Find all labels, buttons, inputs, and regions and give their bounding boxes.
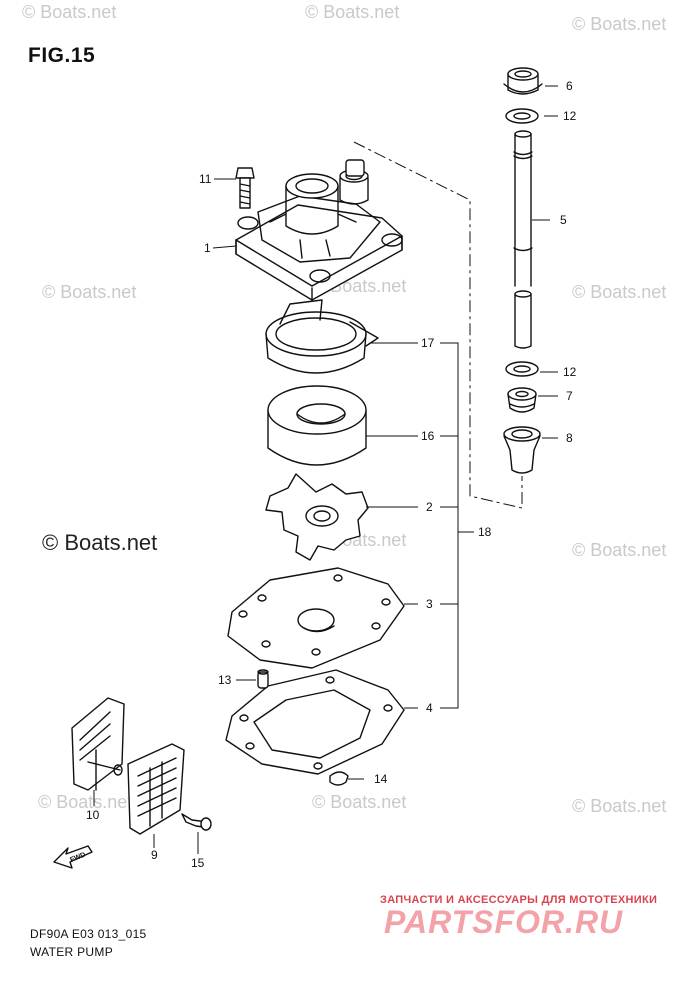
callout-4: 4 [426,701,433,715]
brand-logo: PARTSFOR.RU [384,904,624,940]
brand-tagline: ЗАПЧАСТИ И АКСЕССУАРЫ ДЛЯ МОТОТЕХНИКИ [380,894,658,906]
callout-10: 10 [86,808,100,822]
figure-title: FIG.15 [28,44,96,67]
callout-14: 14 [374,772,388,786]
callout-5: 5 [560,213,567,227]
gasket-part [225,669,405,775]
callout-13: 13 [218,673,232,687]
callout-11: 11 [199,172,212,186]
watermark: © Boats.net [572,282,667,302]
watermark: © Boats.net [22,2,117,22]
impeller-case-liner-part [265,299,379,374]
watermark: © Boats.net [38,792,133,812]
watermark: © Boats.net [42,530,158,555]
bracket-part [71,697,125,791]
watermark: © Boats.net [312,792,407,812]
leader-lines [93,85,558,854]
bolt-part [235,167,255,209]
watermark: © Boats.net [305,2,400,22]
plate-part [227,567,405,669]
watermark: © Boats.net [572,796,667,816]
o-ring-part [505,361,539,377]
diagram-name: WATER PUMP [30,945,113,959]
watermark: © Boats.net [572,540,667,560]
fwd-arrow-icon [53,845,93,869]
screw-part [181,813,212,831]
seal-part [507,387,537,413]
screen-part [127,743,185,835]
key-part [329,771,349,786]
callout-3: 3 [426,597,433,611]
callout-7: 7 [566,389,573,403]
impeller-part [265,473,369,561]
callout-16: 16 [421,429,435,443]
impeller-case-part [267,385,367,466]
watermark: © Boats.net [42,282,137,302]
callout-15: 15 [191,856,205,870]
grommet-part [503,67,543,95]
callout-17: 17 [421,336,435,350]
callout-8: 8 [566,431,573,445]
water-tube-part [513,130,533,349]
diagram-code: DF90A E03 013_015 [30,927,147,941]
callout-12: 12 [563,109,577,123]
callout-1: 1 [204,241,211,255]
callout-18: 18 [478,525,492,539]
pump-housing-part [235,159,403,301]
dowel-pin-part [257,669,269,689]
callout-6: 6 [566,79,573,93]
callout-9: 9 [151,848,158,862]
callout-12: 12 [563,365,577,379]
callout-2: 2 [426,500,433,514]
bushing-part [503,426,541,474]
o-ring-part [505,108,539,124]
watermark: © Boats.net [572,14,667,34]
